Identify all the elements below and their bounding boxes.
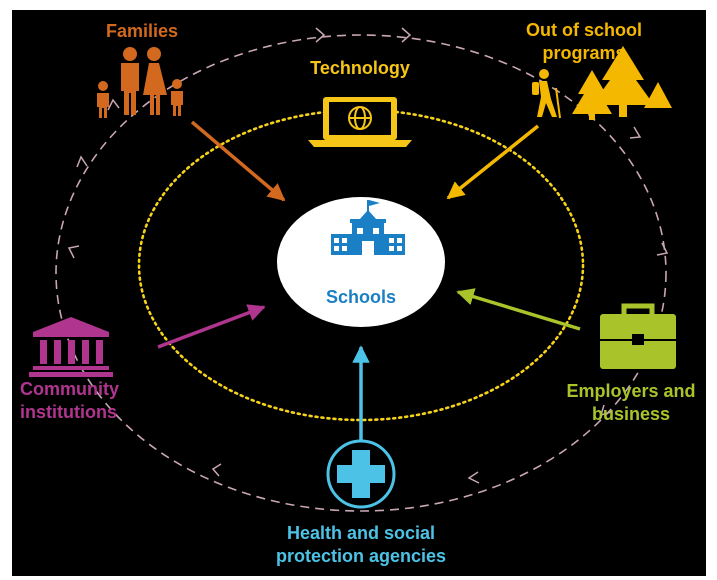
family-icon bbox=[97, 47, 183, 118]
center-label: Schools bbox=[325, 287, 396, 307]
employers-label-line-2: business bbox=[591, 404, 671, 424]
outer-ring-chevrons bbox=[67, 27, 669, 484]
diagram-panel: Schools Families Technology Out of schoo… bbox=[12, 10, 706, 576]
technology-label: Technology bbox=[310, 58, 410, 78]
briefcase-icon bbox=[600, 303, 676, 369]
out-of-school-label: Out of school programs bbox=[504, 19, 664, 65]
out-of-school-arrow bbox=[446, 124, 540, 200]
employers-arrow bbox=[456, 288, 581, 331]
diagram-canvas bbox=[29, 27, 676, 512]
community-arrow bbox=[157, 304, 266, 349]
medical-cross-icon bbox=[326, 439, 396, 509]
health-label-line-2: protection agencies bbox=[275, 546, 447, 566]
employers-label: Employers and business bbox=[559, 380, 703, 426]
hiker-trees-icon bbox=[532, 46, 672, 120]
schools-circle bbox=[277, 197, 445, 327]
outer-ring bbox=[55, 34, 667, 512]
school-building-icon bbox=[331, 200, 405, 255]
health-label-line-1: Health and social bbox=[286, 523, 436, 543]
employers-label-line-1: Employers and bbox=[566, 381, 696, 401]
out-of-school-label-line-2: programs bbox=[542, 43, 626, 63]
laptop-globe-icon bbox=[308, 97, 412, 147]
community-label-line-2: institutions bbox=[20, 402, 117, 422]
families-arrow bbox=[190, 120, 286, 202]
families-label: Families bbox=[105, 21, 179, 41]
health-label: Health and social protection agencies bbox=[251, 522, 471, 568]
community-label: Community institutions bbox=[20, 378, 145, 424]
community-label-line-1: Community bbox=[20, 379, 119, 399]
out-of-school-label-line-1: Out of school bbox=[526, 20, 642, 40]
institution-building-icon bbox=[29, 317, 113, 377]
